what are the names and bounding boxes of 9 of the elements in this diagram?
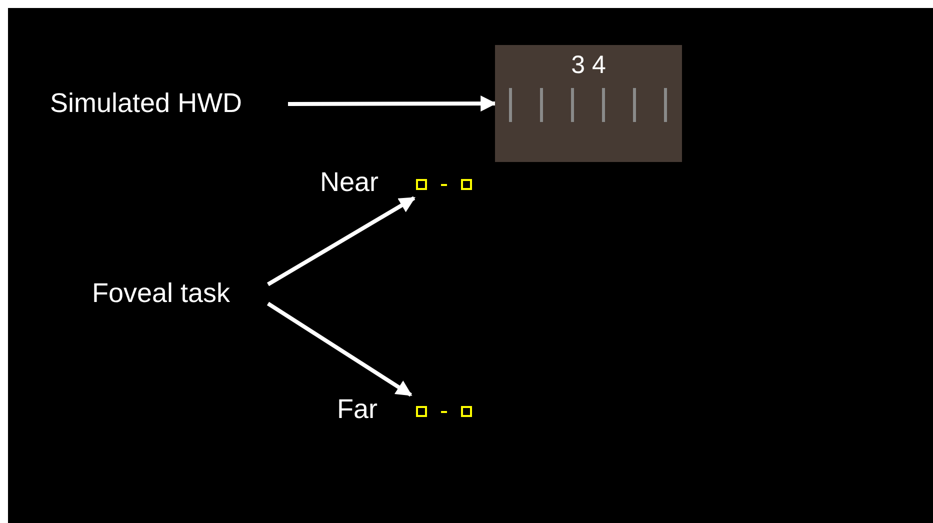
arrow bbox=[288, 96, 497, 112]
readout-number: 3 4 bbox=[571, 53, 606, 78]
label-text: Foveal task bbox=[92, 280, 230, 307]
arrow bbox=[266, 196, 416, 286]
display-panel bbox=[495, 45, 682, 162]
label-text: Near bbox=[320, 169, 379, 196]
label-text: Simulated HWD bbox=[50, 90, 242, 117]
label-text: Far bbox=[337, 396, 378, 423]
arrow bbox=[266, 302, 412, 397]
